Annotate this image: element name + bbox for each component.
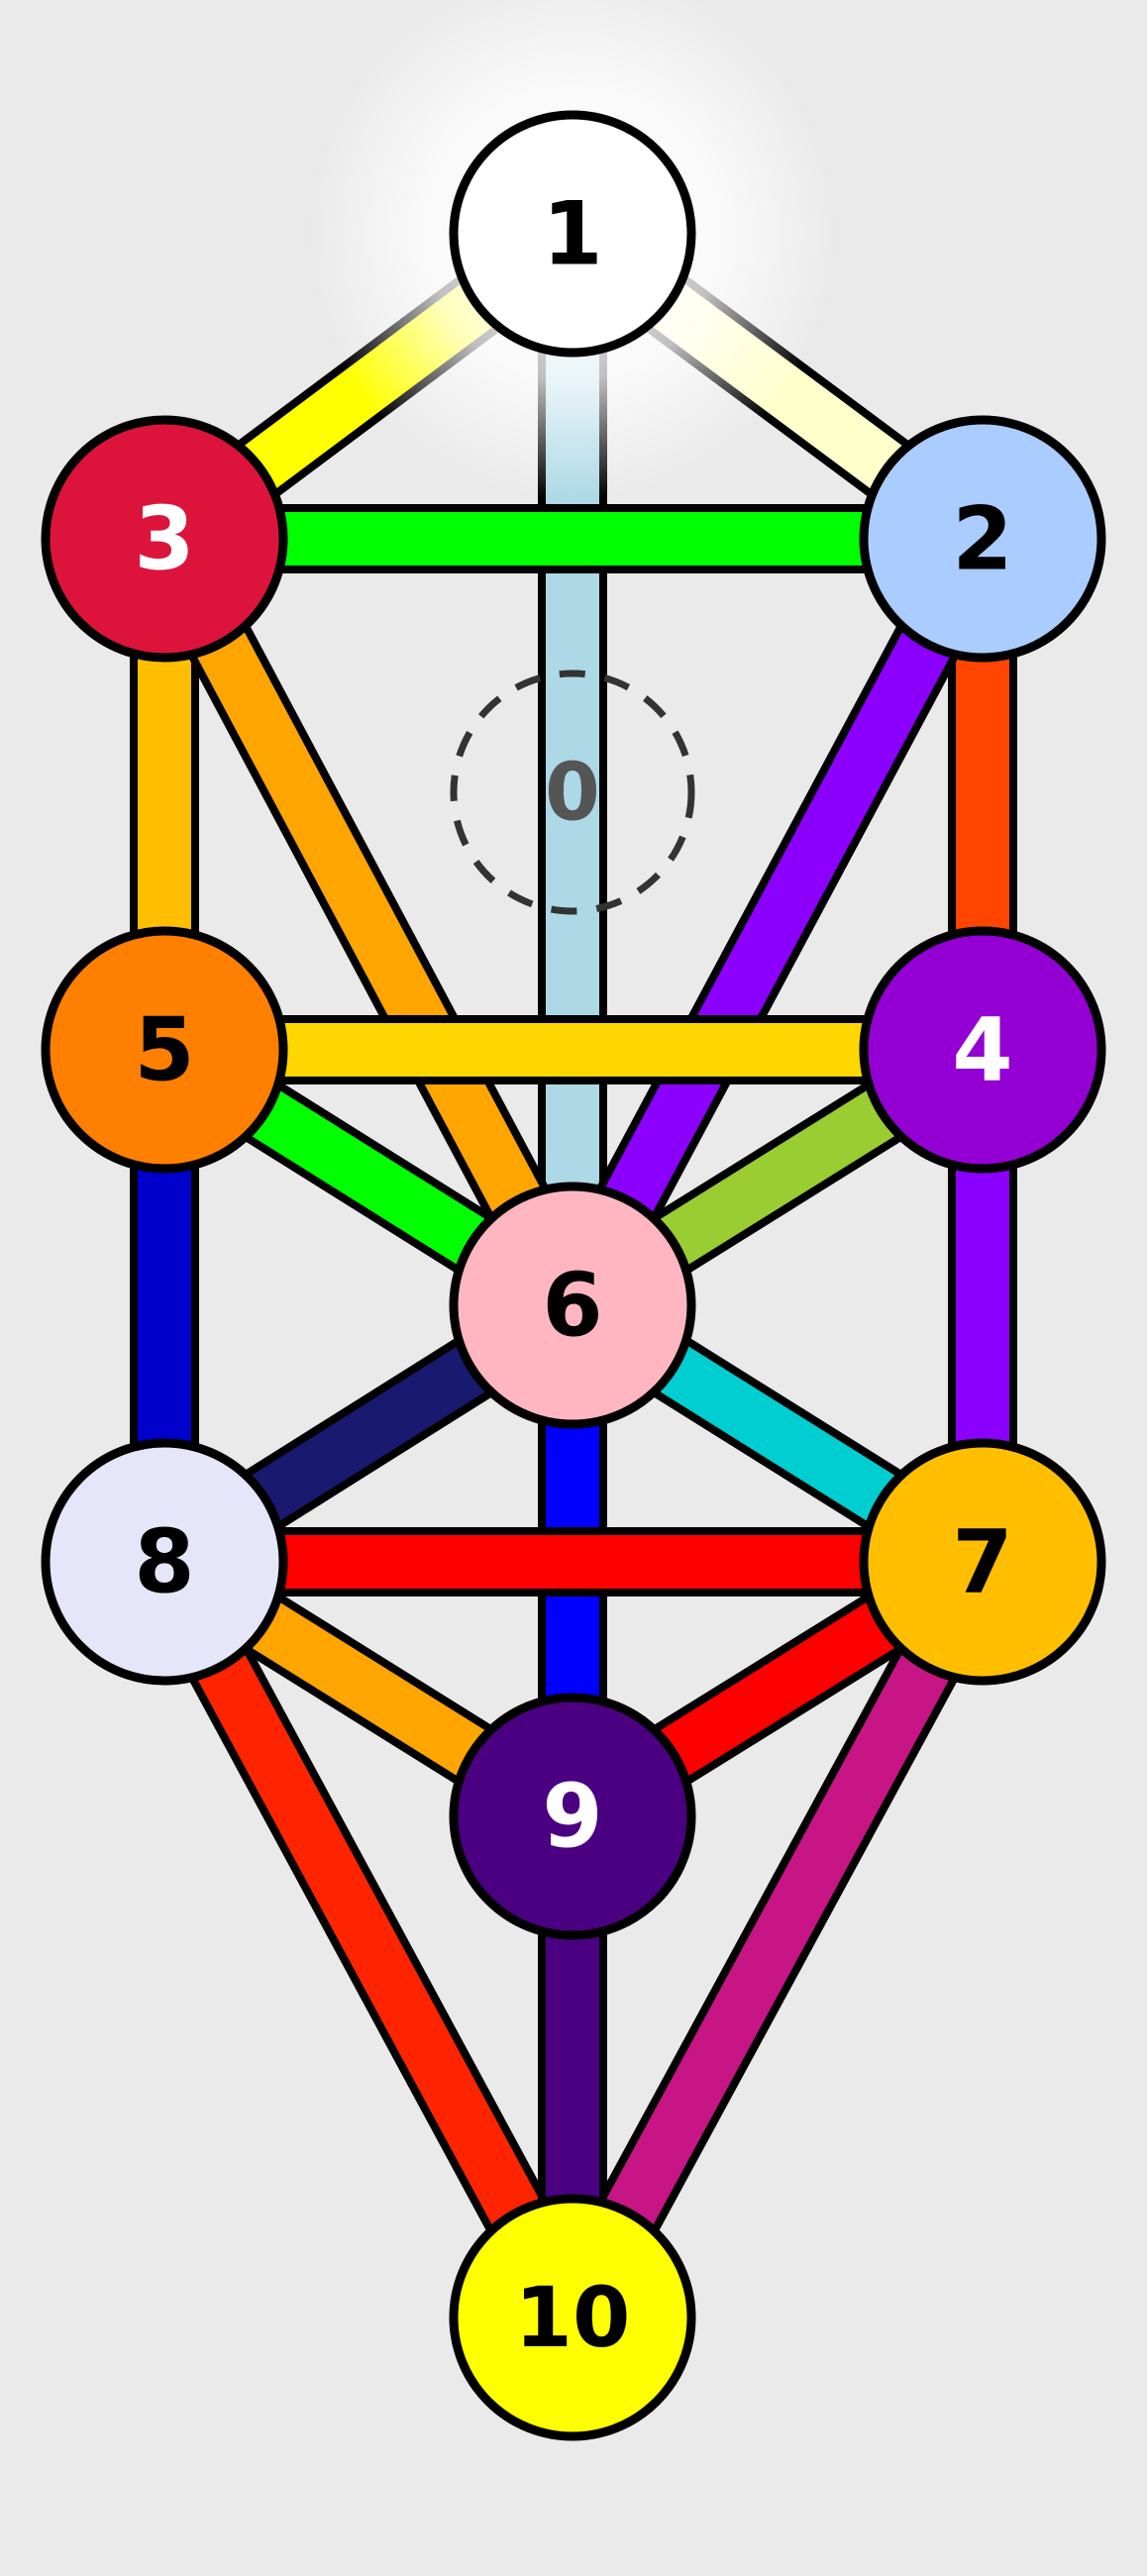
node-label: 9 xyxy=(542,1766,602,1868)
path-fill xyxy=(141,1549,596,2330)
path-fill xyxy=(549,526,1006,1318)
node-4: 4 xyxy=(859,926,1106,1174)
path-fill xyxy=(141,526,596,1318)
node-3: 3 xyxy=(41,415,288,663)
node-circle xyxy=(449,1182,696,1429)
node-circle xyxy=(449,1693,696,1940)
path-8-10 xyxy=(134,1545,603,2334)
node-7: 7 xyxy=(859,1438,1106,1686)
path-fill xyxy=(549,1549,1006,2330)
hidden-node-layer: 0 xyxy=(450,670,695,915)
node-label: 5 xyxy=(134,999,194,1101)
node-circle xyxy=(449,110,696,358)
nodes-layer: 1 2 3 4 5 6 7 8 9 10 xyxy=(41,110,1106,2441)
node-label: 7 xyxy=(952,1511,1012,1613)
node-label: 2 xyxy=(952,488,1012,590)
node-10: 10 xyxy=(449,2194,696,2441)
node-circle xyxy=(41,1438,288,1686)
path-2-6 xyxy=(542,522,1013,1322)
node-circle xyxy=(859,926,1106,1174)
node-circle xyxy=(449,2194,696,2441)
node-2: 2 xyxy=(859,415,1106,663)
node-5: 5 xyxy=(41,926,288,1174)
node-label: 3 xyxy=(134,488,194,590)
node-circle xyxy=(41,926,288,1174)
node-circle xyxy=(41,415,288,663)
node-9: 9 xyxy=(449,1693,696,1940)
node-8: 8 xyxy=(41,1438,288,1686)
node-1: 1 xyxy=(449,110,696,358)
path-3-6 xyxy=(134,522,603,1322)
node-circle xyxy=(859,415,1106,663)
hidden-node-circle xyxy=(450,670,695,915)
node-label: 8 xyxy=(134,1511,194,1613)
hidden-node-label: 0 xyxy=(545,747,600,839)
path-7-10 xyxy=(542,1545,1013,2334)
node-label: 10 xyxy=(515,2269,631,2366)
node-6: 6 xyxy=(449,1182,696,1429)
node-label: 4 xyxy=(952,999,1012,1101)
node-circle xyxy=(859,1438,1106,1686)
node-label: 6 xyxy=(542,1255,602,1357)
node-label: 1 xyxy=(542,183,602,285)
